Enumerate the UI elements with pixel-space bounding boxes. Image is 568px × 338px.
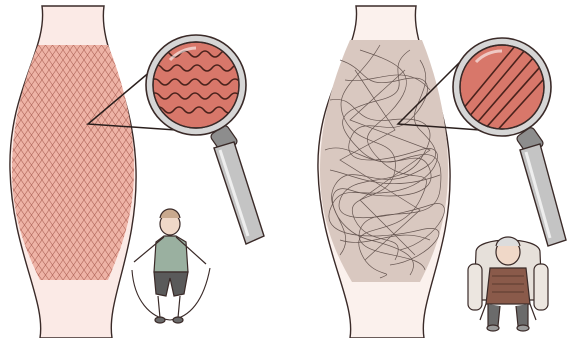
right-panel xyxy=(318,6,566,338)
jump-rope-figure-icon xyxy=(132,209,210,323)
magnifier-icon xyxy=(453,38,566,246)
left-panel xyxy=(10,6,264,338)
armchair-figure-icon xyxy=(468,237,548,331)
left-fiber-lattice xyxy=(12,45,134,280)
